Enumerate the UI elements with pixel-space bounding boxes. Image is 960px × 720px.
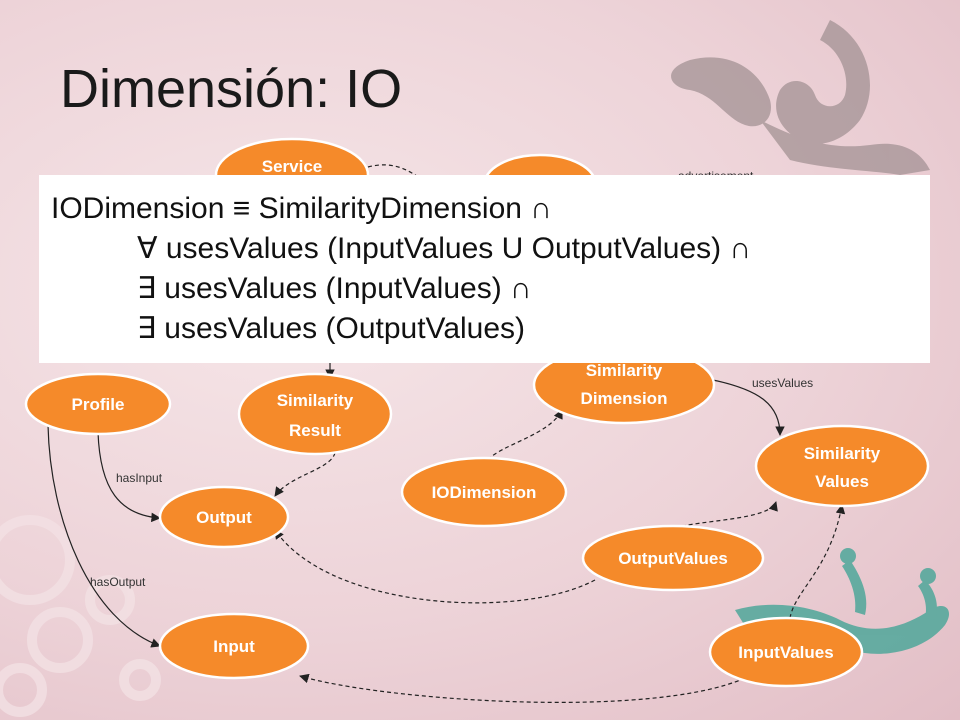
edge-outputvalues-to-similarity-values [674, 501, 778, 529]
edge-inputvalues-to-similarity-values [789, 504, 846, 619]
node-similarity-dimension-label-line2: Dimension [581, 389, 668, 408]
edge-label-uses-values: usesValues [752, 376, 813, 390]
node-io-dimension: IODimension [400, 456, 568, 528]
edge-label-has-input: hasInput [116, 471, 163, 485]
node-similarity-dimension: Similarity Dimension [532, 345, 716, 425]
node-profile-label: Profile [72, 395, 125, 414]
edge-inputvalues-to-input [299, 673, 746, 703]
decorative-circles [0, 515, 161, 717]
edge-label-has-output: hasOutput [90, 575, 146, 589]
node-input-values-label: InputValues [738, 643, 833, 662]
formula-line-1: IODimension ≡ SimilarityDimension ∩ [51, 192, 552, 225]
edge-has-input [97, 431, 161, 523]
node-output-values-label: OutputValues [618, 549, 728, 568]
edge-has-output [47, 424, 161, 648]
node-similarity-values-label-line2: Values [815, 472, 869, 491]
node-profile: Profile [24, 372, 172, 436]
node-similarity-values-label-line1: Similarity [804, 444, 881, 463]
node-similarity-values: Similarity Values [754, 424, 930, 508]
slide-title: Dimensión: IO [60, 59, 403, 119]
formula-line-4: ∃ usesValues (OutputValues) [137, 312, 526, 345]
node-output-values: OutputValues [581, 524, 765, 592]
edge-result-to-output [274, 452, 336, 497]
node-similarity-dimension-label-line1: Similarity [586, 361, 663, 380]
node-input-label: Input [213, 637, 255, 656]
gecko-grey-silhouette [671, 20, 930, 175]
node-output: Output [158, 485, 290, 549]
node-similarity-result: Similarity Result [237, 372, 393, 456]
edge-outputvalues-to-output [274, 529, 596, 604]
edge-iodimension-to-similarity-dimension [487, 409, 563, 461]
formula-box: IODimension ≡ SimilarityDimension ∩ ∀ us… [39, 175, 930, 363]
node-service-label: Service [262, 157, 323, 176]
diagram-edges [47, 164, 846, 703]
edge-uses-values [712, 379, 785, 436]
formula-line-3: ∃ usesValues (InputValues) ∩ [137, 272, 532, 305]
node-io-dimension-label: IODimension [432, 483, 537, 502]
node-input: Input [158, 612, 310, 680]
node-output-label: Output [196, 508, 252, 527]
node-input-values: InputValues [708, 616, 864, 688]
node-similarity-result-label-line2: Result [289, 421, 341, 440]
formula-line-2: ∀ usesValues (InputValues U OutputValues… [137, 232, 752, 265]
node-similarity-result-label-line1: Similarity [277, 391, 354, 410]
